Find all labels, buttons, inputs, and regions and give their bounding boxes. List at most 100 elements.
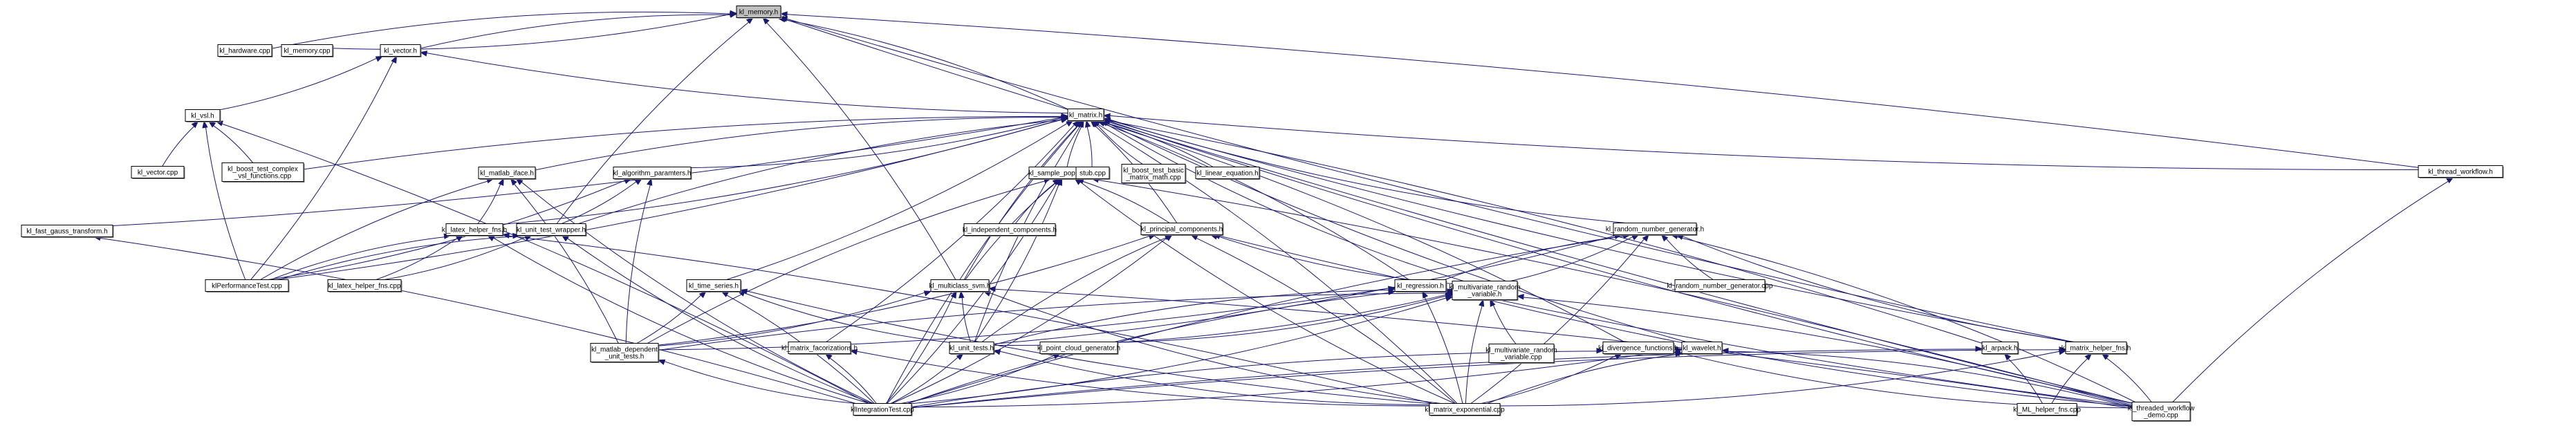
edge-line xyxy=(990,292,1441,404)
edge-arrowhead xyxy=(419,50,428,57)
node-label: kl_fast_gauss_transform.h xyxy=(26,228,107,236)
edge-arrowhead xyxy=(1445,295,1454,302)
graph-node-kl-arpack-h[interactable]: kl_arpack.h xyxy=(1981,342,2019,355)
edge-arrowhead xyxy=(191,120,199,129)
graph-node-klIntegrationTest-cpp[interactable]: klIntegrationTest.cpp xyxy=(851,403,914,417)
edge-line xyxy=(502,119,1062,225)
graph-node-kl-vector-h[interactable]: kl_vector.h xyxy=(380,44,422,58)
edge-line xyxy=(514,183,619,344)
graph-node-kl-memory-cpp[interactable]: kl_memory.cpp xyxy=(281,44,334,58)
edge-kl-multivariate-random-variable-h-to-kl-principal-components-h xyxy=(1210,234,1453,284)
graph-node-kl-linear-equation-h[interactable]: kl_linear_equation.h xyxy=(1195,167,1261,180)
graph-node-kl-divergence-functions-h[interactable]: kl_divergence_functions.h xyxy=(1598,342,1678,355)
edge-klPerformanceTest-cpp-to-kl-vector-h xyxy=(250,55,398,280)
node-label: kl_matlab_dependent xyxy=(591,346,658,354)
node-label: kl_vector.cpp xyxy=(138,169,178,177)
node-box xyxy=(930,279,990,292)
edge-kl-matlab-dependent-unit-tests-h-to-kl-sample-population-h xyxy=(647,177,1052,344)
edge-line xyxy=(911,349,2060,409)
edge-line xyxy=(2172,180,2449,402)
edge-line xyxy=(994,288,2133,409)
edge-line xyxy=(993,289,1389,346)
graph-node-kl-matlab-iface-h[interactable]: kl_matlab_iface.h xyxy=(478,167,537,180)
edge-kl-threaded-workflow-demo-cpp-to-kl-random-number-generator-h xyxy=(1670,233,2135,402)
edge-arrowhead xyxy=(958,290,965,299)
edge-kl-boost-test-complex-to-kl-matrix-h xyxy=(303,113,1069,170)
graph-node-stub-cpp[interactable]: stub.cpp xyxy=(1075,167,1111,180)
edge-line xyxy=(963,125,1078,280)
node-box xyxy=(1452,281,1518,300)
node-box xyxy=(963,223,1056,236)
graph-node-kl-principal-components-h[interactable]: kl_principal_components.h xyxy=(1140,223,1224,236)
edge-line xyxy=(1106,122,1687,342)
edge-arrowhead xyxy=(1660,234,1669,242)
edge-kl-thread-workflow-h-to-kl-memory-h xyxy=(779,11,2419,168)
graph-node-kl-random-number-generator-h[interactable]: kl_random_number_generator.h xyxy=(1606,223,1704,236)
edge-line xyxy=(2106,357,2152,402)
graph-node-kl-wavelet-h[interactable]: kl_wavelet.h xyxy=(1681,342,1723,355)
node-label: kl_multivariate_random xyxy=(1449,284,1520,292)
graph-node-kl-boost-test-complex[interactable]: kl_boost_test_complex_vsl_functions.cpp xyxy=(221,162,305,183)
graph-node-kl-matrix-h[interactable]: kl_matrix.h xyxy=(1067,109,1105,122)
graph-node-kl-unit-tests-h[interactable]: kl_unit_tests.h xyxy=(949,342,995,355)
edge-line xyxy=(1079,181,1455,404)
edge-klIntegrationTest-cpp-to-kl-sample-population-h xyxy=(887,178,1062,404)
graph-node-kl-threaded-workflow-demo-cpp[interactable]: kl_threaded_workflow_demo.cpp xyxy=(2128,402,2195,422)
edge-line xyxy=(636,295,701,344)
graph-node-kl-random-number-generator-cpp[interactable]: kl_random_number_generator.cpp xyxy=(1667,279,1773,293)
graph-node-kl-matrix-helper-fns-h[interactable]: kl_matrix_helper_fns.h xyxy=(2061,342,2131,355)
graph-node-kl-boost-test-basic[interactable]: kl_boost_test_basic_matrix_math.cpp xyxy=(1121,164,1187,185)
graph-node-kl-vsl-h[interactable]: kl_vsl.h xyxy=(185,109,221,123)
graph-node-kl-thread-workflow-h[interactable]: kl_thread_workflow.h xyxy=(2418,165,2504,179)
graph-node-kl-unit-test-wrapper-h[interactable]: kl_unit_test_wrapper.h xyxy=(516,223,587,237)
graph-node-kl-latex-helper-fns-h[interactable]: kl_latex_helper_fns.h xyxy=(442,223,508,237)
graph-node-kl-memory-h[interactable]: kl_memory.h xyxy=(736,6,782,19)
node-label: kl_vector.h xyxy=(384,48,417,55)
graph-node-kl-time-series-h[interactable]: kl_time_series.h xyxy=(686,279,742,293)
node-label: kl_vsl.h xyxy=(191,113,214,120)
edge-kl-matrix-exponential-cpp-to-kl-regression-h xyxy=(1422,290,1463,404)
edge-line xyxy=(1465,306,1483,404)
node-label: kl_matlab_iface.h xyxy=(480,170,534,178)
edge-line xyxy=(999,351,1430,406)
node-box xyxy=(1429,403,1501,416)
graph-node-kl-fast-gauss-transform-h[interactable]: kl_fast_gauss_transform.h xyxy=(21,225,114,239)
edge-line xyxy=(221,123,869,404)
edge-kl-threaded-workflow-demo-cpp-to-kl-principal-components-h xyxy=(1212,233,2133,407)
edge-klPerformanceTest-cpp-to-kl-algorithm-paramters-h xyxy=(268,178,632,280)
graph-node-kl-independent-components-h[interactable]: kl_independent_components.h xyxy=(963,223,1057,237)
node-label: kl_memory.cpp xyxy=(284,48,330,55)
graph-node-kl-vector-cpp[interactable]: kl_vector.cpp xyxy=(131,166,185,180)
edge-kl-random-number-generator-cpp-to-kl-random-number-generator-h xyxy=(1660,234,1714,280)
graph-node-kl-ML-helper-fns-cpp[interactable]: kl_ML_helper_fns.cpp xyxy=(2013,403,2081,417)
edge-line xyxy=(162,126,195,167)
graph-node-kl-multivariate-random-variable-h[interactable]: kl_multivariate_random_variable.h xyxy=(1449,281,1521,301)
graph-node-klPerformanceTest-cpp[interactable]: klPerformanceTest.cpp xyxy=(205,279,290,293)
node-label: kl_point_cloud_generator.h xyxy=(1037,345,1120,353)
node-label: kl_memory.h xyxy=(739,9,779,17)
edge-kl-multiclass-svm-h-to-kl-matrix-h xyxy=(963,120,1082,280)
graph-node-kl-matrix-facorizations-h[interactable]: kl_matrix_facorizations.h xyxy=(781,342,858,355)
graph-node-kl-matlab-dependent-unit-tests-h[interactable]: kl_matlab_dependent_unit_tests.h xyxy=(590,343,660,364)
edge-line xyxy=(658,292,1447,351)
graph-node-kl-regression-h[interactable]: kl_regression.h xyxy=(1394,279,1447,293)
edge-line xyxy=(1104,122,1464,281)
edge-klPerformanceTest-cpp-to-kl-latex-helper-fns-h xyxy=(270,233,452,280)
edge-line xyxy=(1492,305,1517,344)
node-box xyxy=(1674,279,1766,292)
node-box xyxy=(1067,109,1104,121)
graph-node-kl-point-cloud-generator-h[interactable]: kl_point_cloud_generator.h xyxy=(1037,342,1120,355)
graph-node-kl-latex-helper-fns-cpp[interactable]: kl_latex_helper_fns.cpp xyxy=(327,279,402,293)
graph-node-kl-algorithm-paramters-h[interactable]: kl_algorithm_paramters.h xyxy=(613,167,692,180)
edge-kl-latex-helper-fns-h-to-kl-matrix-h xyxy=(502,117,1069,225)
graph-node-kl-multiclass-svm-h[interactable]: kl_multiclass_svm.h xyxy=(929,279,991,293)
edge-klIntegrationTest-cpp-to-kl-wavelet-h xyxy=(911,347,1683,408)
edge-kl-sample-population-h-to-kl-matrix-h xyxy=(1066,120,1084,167)
edge-line xyxy=(1216,235,1453,284)
graph-node-kl-multivariate-random-variable-cpp[interactable]: kl_multivariate_random_variable.cpp xyxy=(1485,344,1557,364)
graph-node-kl-matrix-exponential-cpp[interactable]: kl_matrix_exponential.cpp xyxy=(1425,403,1505,417)
graph-node-kl-hardware-cpp[interactable]: kl_hardware.cpp xyxy=(217,44,273,58)
node-label: kl_regression.h xyxy=(1397,283,1444,290)
edge-kl-hardware-cpp-to-kl-memory-h xyxy=(271,10,738,49)
edge-line xyxy=(2008,358,2043,404)
